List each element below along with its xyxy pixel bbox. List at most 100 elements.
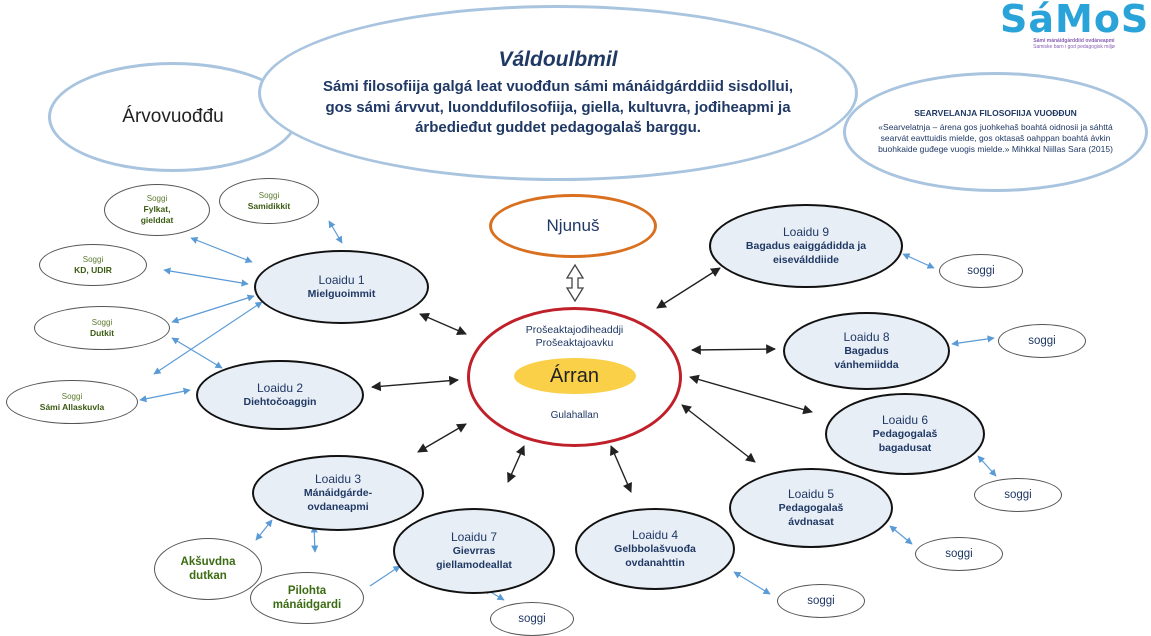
arran-badge: Árran bbox=[513, 358, 636, 395]
soggi-loaidu-9-node: soggi bbox=[939, 254, 1023, 288]
samos-logo-tagline-1: Sámi mánáidgárddiid ovdáneapmi bbox=[1033, 38, 1115, 44]
searvelanja-text: «Searvelatnja – árena gos juohkehaš boah… bbox=[878, 121, 1113, 155]
arrow-kdudir-loaidu-1 bbox=[163, 267, 249, 287]
center-node: Prošeaktajođiheaddji Prošeaktajoavku Árr… bbox=[467, 307, 682, 447]
arrow-loaidu-9-soggi bbox=[902, 253, 935, 269]
searvelanja-ellipse: SEARVELANJA FILOSOFIIJA VUOĐĐUN «Searvel… bbox=[843, 72, 1148, 192]
searvelanja-title: SEARVELANJA FILOSOFIIJA VUOĐĐUN bbox=[914, 108, 1077, 119]
loaidu-8-number: Loaidu 8 bbox=[843, 330, 890, 345]
arran-title: Árran bbox=[550, 364, 599, 387]
soggi-samidikkit-name: Samidikkit bbox=[247, 200, 291, 211]
aksuvdna-dutkan-node: Akšuvdna dutkan bbox=[154, 538, 262, 600]
soggi-fylkat-node: Soggi Fylkat, gielddat bbox=[104, 184, 210, 236]
loaidu-5-title: Pedagogalaš ávdnasat bbox=[778, 502, 844, 528]
loaidu-6-title: Pedagogalaš bagadusat bbox=[872, 428, 938, 454]
arrow-loaidu-3-aksuvdna bbox=[255, 519, 273, 541]
soggi-sami-allaskuvla-name: Sámi Allaskuvla bbox=[39, 401, 105, 412]
valdoulbmil-title: Váldoulbmil bbox=[498, 47, 618, 71]
loaidu-6-node: Loaidu 6 Pedagogalaš bagadusat bbox=[825, 393, 985, 475]
arrow-loaidu-3-pilohta bbox=[310, 525, 319, 553]
loaidu-7-title: Gievrras giellamodeallat bbox=[436, 545, 512, 571]
soggi-loaidu-7-node: soggi bbox=[490, 602, 574, 636]
njunus-label: Njunuš bbox=[546, 216, 600, 236]
arrow-loaidu-4-soggi bbox=[733, 571, 771, 595]
loaidu-1-node: Loaidu 1 Mielguoimmit bbox=[254, 250, 429, 324]
arrow-center-loaidu-5 bbox=[681, 404, 756, 463]
loaidu-7-node: Loaidu 7 Gievrras giellamodeallat bbox=[393, 508, 555, 594]
loaidu-3-number: Loaidu 3 bbox=[314, 472, 362, 487]
soggi-loaidu-6-label: soggi bbox=[1004, 488, 1032, 501]
soggi-dutkit-label: Soggi bbox=[91, 317, 113, 327]
soggi-loaidu-8-label: soggi bbox=[1028, 334, 1056, 347]
valdoulbmil-ellipse: Váldoulbmil Sámi filosofiija galgá leat … bbox=[258, 5, 858, 181]
arrow-fylkat-loaidu-1 bbox=[190, 237, 253, 263]
arrow-center-loaidu-6 bbox=[689, 374, 813, 415]
loaidu-4-number: Loaidu 4 bbox=[631, 528, 679, 543]
soggi-dutkit-name: Dutkit bbox=[89, 327, 115, 338]
soggi-sami-allaskuvla-node: Soggi Sámi Allaskuvla bbox=[6, 380, 138, 424]
samos-logo: SáMoS Sámi mánáidgárddiid ovdáneapmi Sam… bbox=[1000, 0, 1148, 68]
loaidu-6-number: Loaidu 6 bbox=[881, 413, 929, 428]
pilohta-manaidgardi-label: Pilohta mánáidgardi bbox=[272, 584, 342, 611]
arrow-center-loaidu-1 bbox=[419, 313, 467, 335]
pilohta-manaidgardi-node: Pilohta mánáidgardi bbox=[250, 572, 364, 624]
loaidu-4-node: Loaidu 4 Gelbbolašvuođa ovdanahttin bbox=[575, 508, 735, 590]
soggi-fylkat-name: Fylkat, gielddat bbox=[140, 204, 174, 225]
arrow-dutkit-loaidu-2 bbox=[171, 337, 223, 369]
loaidu-3-node: Loaidu 3 Mánáidgárde- ovdaneapmi bbox=[252, 455, 424, 531]
soggi-samidikkit-label: Soggi bbox=[258, 190, 280, 200]
loaidu-2-node: Loaidu 2 Diehtočoaggin bbox=[196, 360, 364, 430]
arrow-loaidu-6-soggi bbox=[977, 455, 997, 477]
soggi-loaidu-5-node: soggi bbox=[915, 537, 1003, 571]
center-label-2: Prošeaktajoavku bbox=[535, 337, 614, 350]
soggi-loaidu-9-label: soggi bbox=[967, 264, 995, 277]
loaidu-4-title: Gelbbolašvuođa ovdanahttin bbox=[614, 543, 696, 569]
arvovuoddu-ellipse: Árvovuođđu bbox=[48, 62, 298, 172]
loaidu-9-number: Loaidu 9 bbox=[782, 225, 830, 240]
arrow-loaidu-8-soggi bbox=[951, 335, 995, 347]
njunus-link-arrow bbox=[565, 263, 585, 303]
njunus-node: Njunuš bbox=[489, 194, 657, 258]
loaidu-7-number: Loaidu 7 bbox=[450, 530, 498, 545]
aksuvdna-dutkan-label: Akšuvdna dutkan bbox=[180, 555, 236, 582]
arrow-center-loaidu-7 bbox=[507, 445, 525, 483]
arrow-samidikkit-loaidu-1 bbox=[328, 220, 343, 244]
soggi-loaidu-8-node: soggi bbox=[998, 324, 1086, 358]
soggi-loaidu-5-label: soggi bbox=[945, 547, 973, 560]
arrow-dutkit-loaidu-1 bbox=[171, 294, 255, 324]
loaidu-9-title: Bagadus eaiggádidda ja eiseválddiide bbox=[745, 240, 867, 266]
soggi-fylkat-label: Soggi bbox=[146, 194, 168, 204]
soggi-dutkit-node: Soggi Dutkit bbox=[34, 306, 170, 350]
loaidu-1-title: Mielguoimmit bbox=[307, 287, 376, 300]
soggi-kd-udir-node: Soggi KD, UDIR bbox=[39, 244, 147, 286]
arrow-center-loaidu-9 bbox=[656, 267, 721, 309]
arrow-center-loaidu-3 bbox=[417, 423, 467, 453]
arrow-center-loaidu-4 bbox=[610, 445, 632, 493]
soggi-sami-allaskuvla-label: Soggi bbox=[61, 391, 83, 401]
arrow-pilohta-loaidu-7 bbox=[369, 565, 401, 587]
loaidu-2-title: Diehtočoaggin bbox=[243, 395, 317, 408]
soggi-samidikkit-node: Soggi Samidikkit bbox=[219, 178, 319, 224]
loaidu-9-node: Loaidu 9 Bagadus eaiggádidda ja eiseváld… bbox=[709, 204, 903, 288]
loaidu-1-number: Loaidu 1 bbox=[318, 272, 365, 287]
arrow-center-loaidu-2 bbox=[371, 375, 459, 392]
arvovuoddu-label: Árvovuođđu bbox=[122, 106, 224, 128]
soggi-loaidu-4-node: soggi bbox=[777, 584, 865, 618]
loaidu-2-number: Loaidu 2 bbox=[256, 380, 304, 395]
loaidu-3-title: Mánáidgárde- ovdaneapmi bbox=[303, 487, 373, 513]
soggi-loaidu-6-node: soggi bbox=[974, 478, 1062, 512]
valdoulbmil-text: Sámi filosofiija galgá leat vuođđun sámi… bbox=[322, 78, 794, 137]
loaidu-5-number: Loaidu 5 bbox=[787, 487, 835, 502]
center-label-1: Prošeaktajođiheaddji bbox=[525, 324, 624, 336]
arrow-center-loaidu-8 bbox=[691, 344, 776, 355]
loaidu-5-node: Loaidu 5 Pedagogalaš ávdnasat bbox=[729, 468, 893, 548]
samos-logo-tagline-2: Samiske barn i god pedagogisk miljø bbox=[1033, 44, 1115, 50]
soggi-kd-udir-name: KD, UDIR bbox=[74, 264, 112, 275]
loaidu-8-node: Loaidu 8 Bagadus vánhemiidda bbox=[783, 312, 950, 390]
samos-logo-text: SáMoS bbox=[1000, 0, 1150, 41]
loaidu-8-title: Bagadus vánhemiidda bbox=[834, 345, 899, 371]
soggi-loaidu-7-label: soggi bbox=[518, 612, 546, 625]
soggi-kd-udir-label: Soggi bbox=[82, 254, 104, 264]
